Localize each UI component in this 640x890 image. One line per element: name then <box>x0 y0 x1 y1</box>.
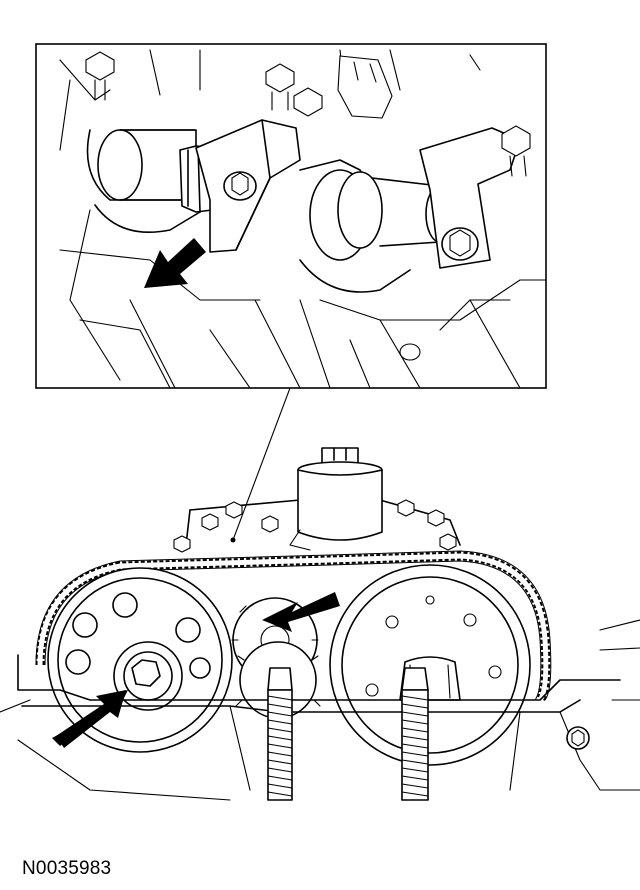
bolt <box>566 726 590 750</box>
tool-cylinder <box>289 447 383 551</box>
bolt <box>501 125 531 177</box>
bolt <box>85 51 115 101</box>
bolt <box>223 171 257 201</box>
bolt <box>293 87 323 117</box>
callout-leader-dot <box>230 537 236 543</box>
arrow-icon <box>56 690 126 748</box>
main-engine-view <box>0 447 640 801</box>
bolt <box>441 227 479 261</box>
callout-leader-line <box>232 387 291 541</box>
arrow-icon <box>262 592 340 632</box>
threaded-rod <box>401 667 429 801</box>
detail-inset <box>35 43 547 389</box>
bolt <box>131 659 161 687</box>
bolt <box>265 63 295 111</box>
figure-id-label: N0035983 <box>22 858 112 879</box>
detail-inset-frame <box>35 43 547 389</box>
arrow-icon <box>144 238 206 288</box>
bolt <box>173 499 457 553</box>
threaded-rod <box>267 667 293 801</box>
right-cam-sprocket <box>329 564 531 766</box>
